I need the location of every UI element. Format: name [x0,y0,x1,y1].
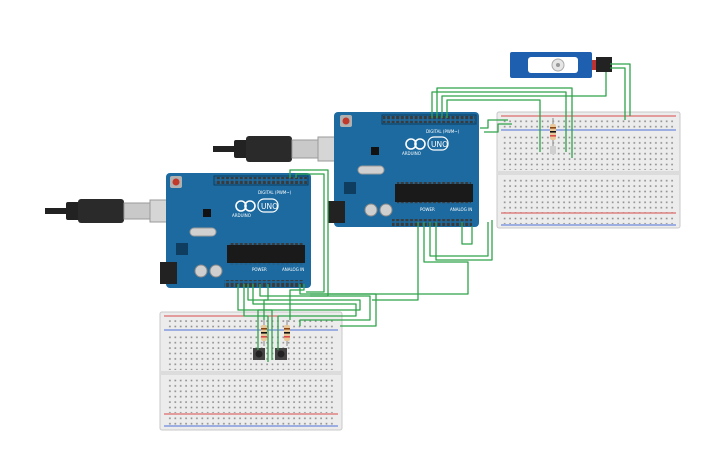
analog-header-label-2: ANALOG IN [450,207,472,212]
arduino-logo-icon-2 [405,138,426,150]
atmega-chip [227,245,305,263]
power-jack [160,262,177,284]
power-jack-2 [328,201,345,223]
breadboard-1[interactable] [159,311,343,431]
uno-label-2: UNO [431,140,448,149]
digital-header-label-2: DIGITAL (PWM~) [426,129,460,134]
reset-button[interactable] [172,178,180,186]
reset-button-2[interactable] [342,117,350,125]
arduino-brand: ARDUINO [232,213,251,218]
arduino-uno-1[interactable]: DIGITAL (PWM~) UNO ARDUINO POWER ANALOG … [160,173,311,288]
power-header-label: POWER [252,267,267,272]
resistor-1[interactable] [261,320,267,346]
pushbutton-2[interactable] [275,348,287,360]
resistor-3[interactable] [550,118,556,154]
power-header-label-2: POWER [420,207,435,212]
uno-label: UNO [261,202,278,211]
usb-cable-2 [213,136,337,162]
atmega-chip-2 [395,184,473,202]
digital-header-label: DIGITAL (PWM~) [258,190,292,195]
micro-servo[interactable] [510,52,612,78]
arduino-brand-2: ARDUINO [402,151,421,156]
wires [237,63,631,362]
arduino-logo-icon [235,200,256,212]
usb-cable-1 [45,199,169,223]
pushbutton-1[interactable] [253,348,265,360]
resistor-2[interactable] [284,320,290,346]
arduino-uno-2[interactable]: DIGITAL (PWM~) UNO ARDUINO POWER ANALOG … [328,112,479,227]
analog-header-label: ANALOG IN [282,267,304,272]
breadboard-2[interactable] [496,111,681,229]
